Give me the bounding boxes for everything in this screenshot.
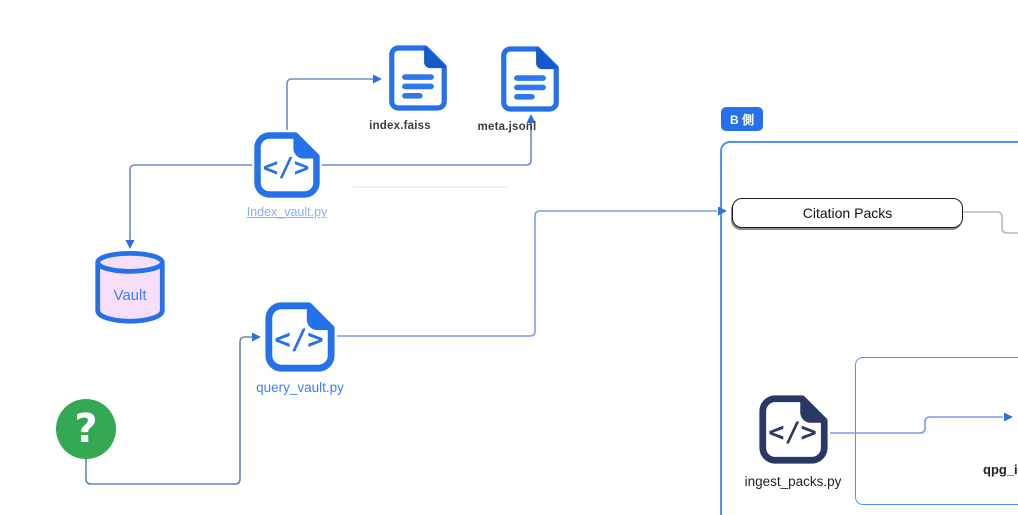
code-glyph: </> [263, 153, 310, 183]
question-node[interactable]: ? [56, 399, 116, 459]
citation-packs-box[interactable]: Citation Packs [732, 198, 963, 228]
document-icon [501, 46, 559, 112]
node-meta-jsonl[interactable] [500, 44, 560, 114]
node-index-vault[interactable]: </> [252, 130, 322, 200]
node-vault[interactable] [92, 250, 168, 325]
region-b-badge[interactable]: B 側 [721, 107, 764, 131]
document-icon [389, 45, 447, 111]
code-glyph: </> [274, 325, 323, 356]
label-query-vault[interactable]: query_vault.py [256, 380, 344, 395]
database-cylinder-icon [95, 250, 165, 324]
question-mark-icon: ? [74, 406, 98, 452]
code-file-icon: </> [265, 302, 335, 372]
region-b-side [720, 141, 1018, 515]
label-meta-jsonl: meta.jsonl [477, 121, 537, 133]
code-file-icon: </> [759, 395, 828, 464]
node-index-faiss[interactable] [388, 42, 448, 114]
citation-packs-label: Citation Packs [802, 205, 893, 221]
code-glyph: </> [768, 417, 817, 448]
label-vault: Vault [113, 287, 147, 304]
label-ingest-packs: ingest_packs.py [744, 474, 842, 489]
connector-queryvault-to-citation [337, 206, 727, 337]
node-query-vault[interactable]: </> [263, 300, 337, 374]
connector-question-to-queryvault [85, 332, 261, 485]
node-ingest-packs[interactable]: </> [757, 393, 830, 466]
label-qpg: qpg_i [983, 462, 1018, 477]
code-file-icon: </> [254, 132, 320, 198]
label-index-vault[interactable]: Index_vault.py [246, 205, 328, 219]
region-inner-group [855, 357, 1018, 505]
label-index-faiss: index.faiss [369, 120, 431, 132]
